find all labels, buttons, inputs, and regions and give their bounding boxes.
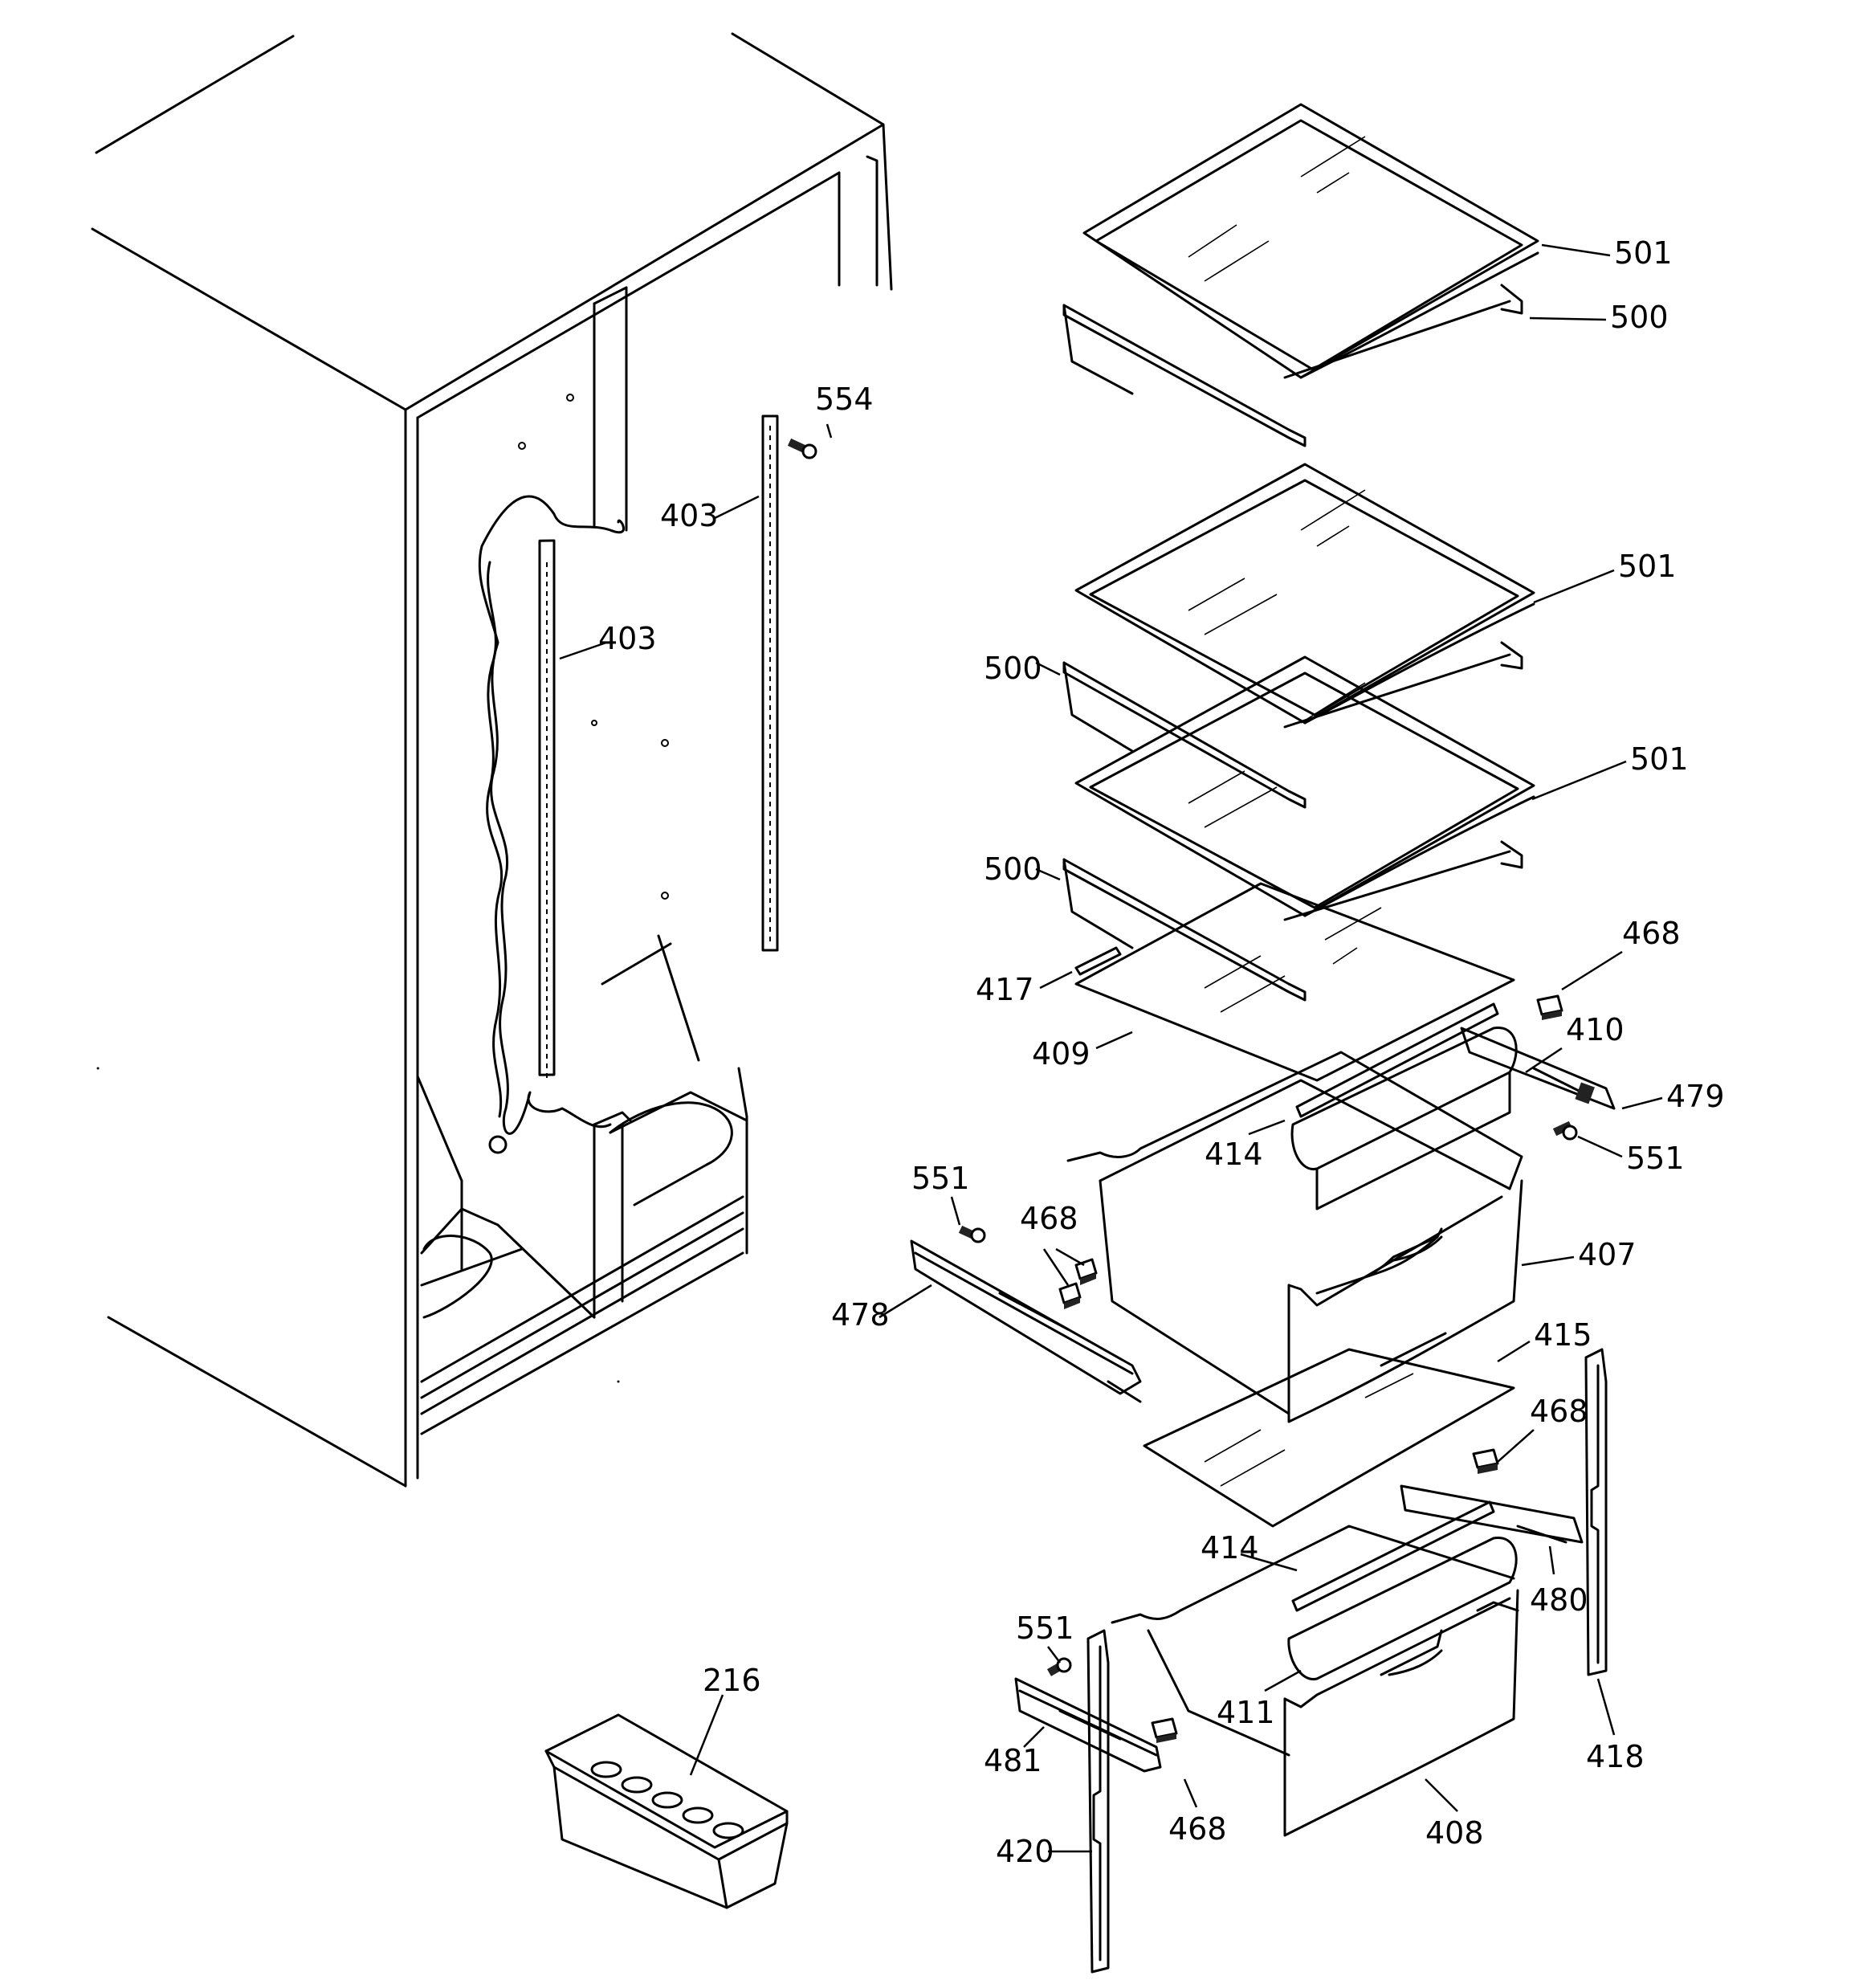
callout-216: 216 bbox=[703, 1663, 761, 1698]
glass-shelf-501-top bbox=[1082, 103, 1539, 379]
callout-551-upper-left: 551 bbox=[911, 1161, 970, 1196]
screw-551-lower-left bbox=[1046, 1657, 1072, 1676]
callout-labels: 501 500 554 403 403 501 500 501 500 468 … bbox=[598, 235, 1725, 1869]
callout-414-lower: 414 bbox=[1201, 1530, 1259, 1565]
callout-501-middle: 501 bbox=[1618, 549, 1677, 584]
callout-409: 409 bbox=[1032, 1036, 1090, 1072]
trim-418 bbox=[1584, 1348, 1608, 1676]
screw-551-upper-left bbox=[958, 1225, 986, 1243]
screw-554 bbox=[787, 438, 817, 459]
clip-468-lower-middle bbox=[1151, 1717, 1178, 1743]
rail-417 bbox=[1074, 946, 1122, 976]
callout-411: 411 bbox=[1217, 1695, 1275, 1730]
callout-468-left: 468 bbox=[1020, 1201, 1078, 1236]
callout-554: 554 bbox=[815, 382, 874, 417]
callout-468-upper-right: 468 bbox=[1622, 916, 1681, 951]
drawer-slide-478 bbox=[910, 1239, 1142, 1403]
callout-501-lower: 501 bbox=[1630, 741, 1689, 777]
drawer-rail-414-upper bbox=[1295, 1002, 1499, 1118]
refrigerator-cabinet bbox=[91, 32, 893, 1488]
callout-479: 479 bbox=[1666, 1079, 1725, 1114]
trim-420 bbox=[1086, 1629, 1110, 1974]
callout-408: 408 bbox=[1425, 1815, 1484, 1851]
door-bin-216 bbox=[544, 1713, 789, 1909]
callout-500-top: 500 bbox=[1610, 300, 1669, 335]
crisper-drawer-407 bbox=[1066, 1051, 1523, 1423]
callout-551-lower-left: 551 bbox=[1016, 1610, 1074, 1646]
crisper-cover-glass-415 bbox=[1143, 1348, 1515, 1528]
callout-417: 417 bbox=[976, 972, 1034, 1007]
callout-468-lower-middle: 468 bbox=[1168, 1811, 1227, 1847]
callout-403-upper: 403 bbox=[660, 498, 719, 533]
leader-lines bbox=[559, 243, 1663, 1853]
clip-468-left-pair bbox=[1058, 1258, 1098, 1309]
callout-500-middle: 500 bbox=[984, 651, 1042, 686]
callout-481: 481 bbox=[984, 1743, 1042, 1778]
shelf-bracket-500-lower bbox=[1062, 840, 1523, 1002]
clip-468-right-lower bbox=[1472, 1448, 1499, 1474]
drawer-slide-479 bbox=[1460, 1027, 1616, 1110]
screw-551-right bbox=[1552, 1121, 1578, 1141]
callout-551-right: 551 bbox=[1626, 1141, 1685, 1176]
drawer-rail-414-lower bbox=[1291, 1500, 1495, 1612]
shelf-rail-403-upper bbox=[761, 414, 779, 952]
glass-shelf-501-lower bbox=[1074, 655, 1535, 917]
drawer-slide-480 bbox=[1400, 1484, 1584, 1544]
shelf-bracket-500-middle bbox=[1062, 641, 1523, 809]
callout-420: 420 bbox=[996, 1834, 1054, 1869]
callout-414-upper: 414 bbox=[1205, 1137, 1263, 1172]
glass-shelf-501-middle bbox=[1074, 463, 1535, 725]
callout-415: 415 bbox=[1534, 1317, 1592, 1353]
callout-403-lower: 403 bbox=[598, 621, 657, 656]
callout-418: 418 bbox=[1586, 1739, 1645, 1774]
callout-480: 480 bbox=[1530, 1582, 1588, 1618]
shelf-rail-403 bbox=[538, 539, 556, 1080]
drawer-front-411 bbox=[1287, 1537, 1518, 1680]
callout-500-lower: 500 bbox=[984, 851, 1042, 887]
callout-410: 410 bbox=[1566, 1012, 1625, 1047]
shelf-bracket-500-top bbox=[1062, 284, 1523, 447]
crisper-cover-glass-409 bbox=[1074, 882, 1515, 1082]
callout-501-top: 501 bbox=[1614, 235, 1673, 271]
callout-478: 478 bbox=[831, 1297, 890, 1333]
crisper-drawer-408 bbox=[1111, 1525, 1519, 1837]
callout-407: 407 bbox=[1578, 1237, 1637, 1272]
callout-468-right-lower: 468 bbox=[1530, 1394, 1588, 1429]
clip-468-upper-right bbox=[1536, 994, 1563, 1020]
drawer-front-410 bbox=[1290, 1027, 1518, 1210]
